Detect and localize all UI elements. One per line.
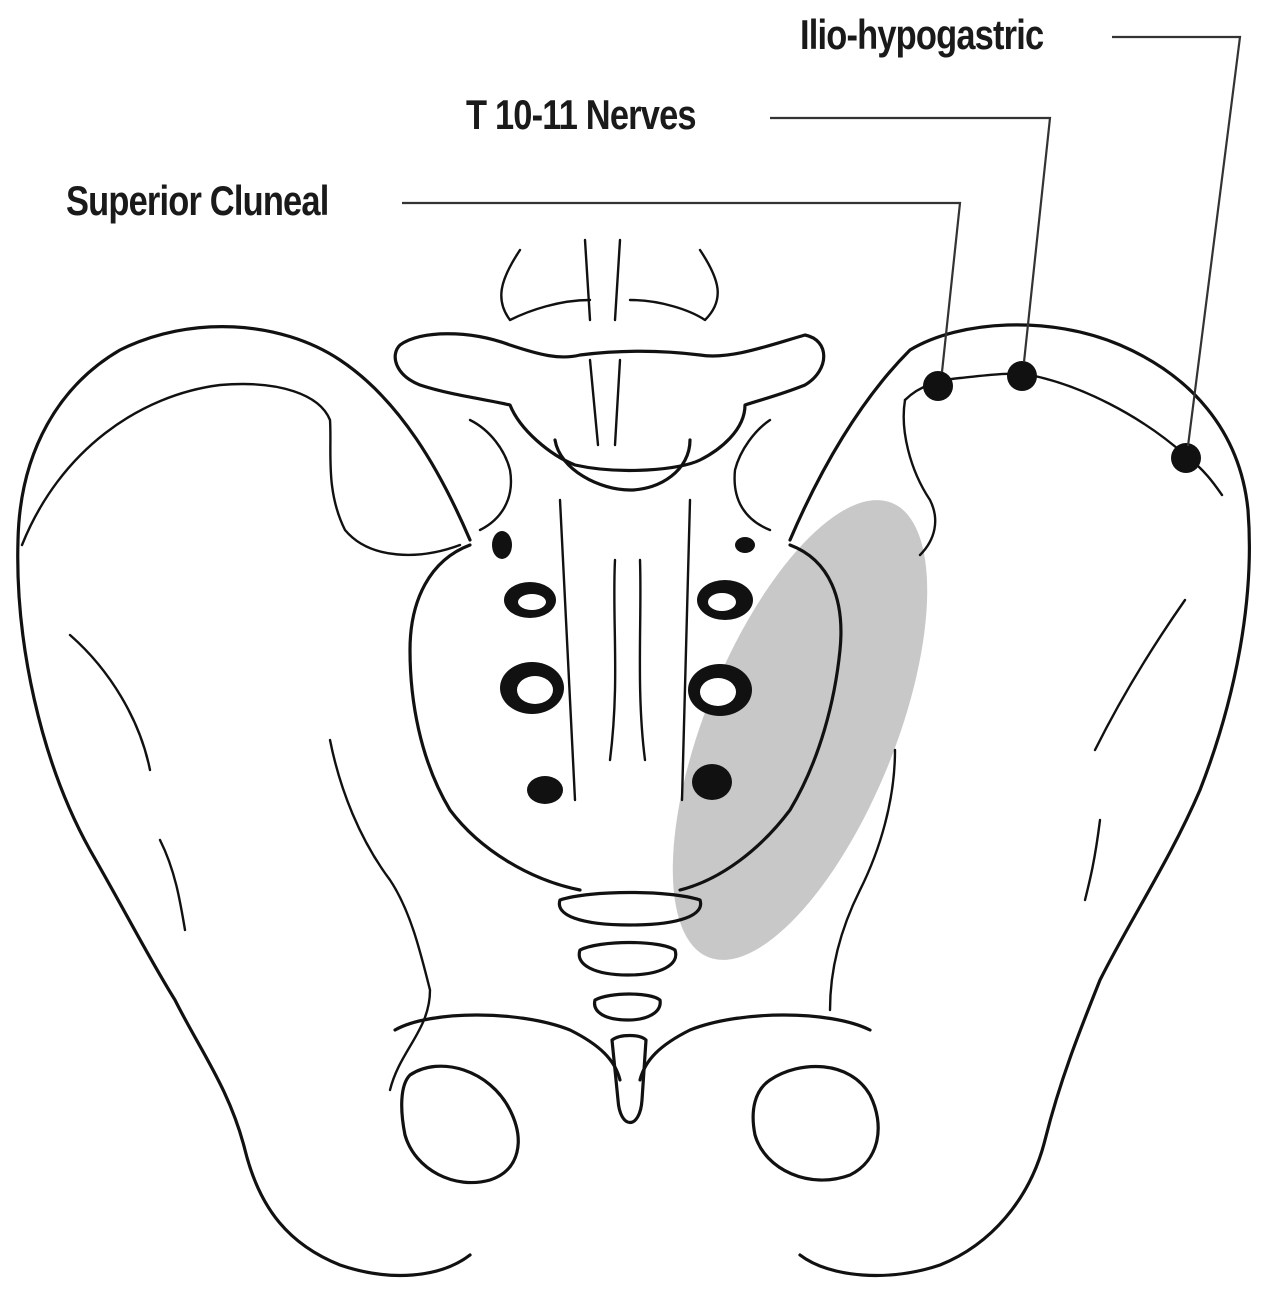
nerve-point-t10-11 [1007, 361, 1037, 391]
right-obturator-foramen [753, 1066, 878, 1180]
left-obturator-foramen [402, 1066, 518, 1182]
left-ilium-detail [70, 635, 185, 930]
shaded-region [620, 467, 980, 992]
lumbar-vertebra [395, 334, 824, 471]
leader-line-superior-cluneal [402, 203, 960, 372]
label-ilio-hypogastric: Ilio-hypogastric [800, 14, 1043, 56]
upper-vertebra [501, 250, 717, 320]
sacral-foramen [492, 531, 512, 559]
left-pubic-ring [395, 1015, 620, 1080]
transverse-process [470, 420, 770, 530]
sacral-foramen [527, 776, 563, 804]
label-t10-11-nerves: T 10-11 Nerves [466, 94, 696, 136]
left-ischium [330, 740, 430, 1090]
sacral-foramen [692, 764, 732, 800]
coccyx [559, 893, 700, 1123]
sacrum-midline [560, 500, 690, 800]
spinous-process [585, 240, 620, 445]
leader-line-ilio-hypogastric [1112, 37, 1240, 446]
label-superior-cluneal: Superior Cluneal [66, 180, 328, 222]
sacral-foramen [735, 537, 755, 553]
nerve-point-ilio-hypogastric [1171, 443, 1201, 473]
nerve-point-superior-cluneal [923, 371, 953, 401]
left-ilium [18, 327, 470, 1276]
right-iliac-crest [905, 374, 1222, 495]
